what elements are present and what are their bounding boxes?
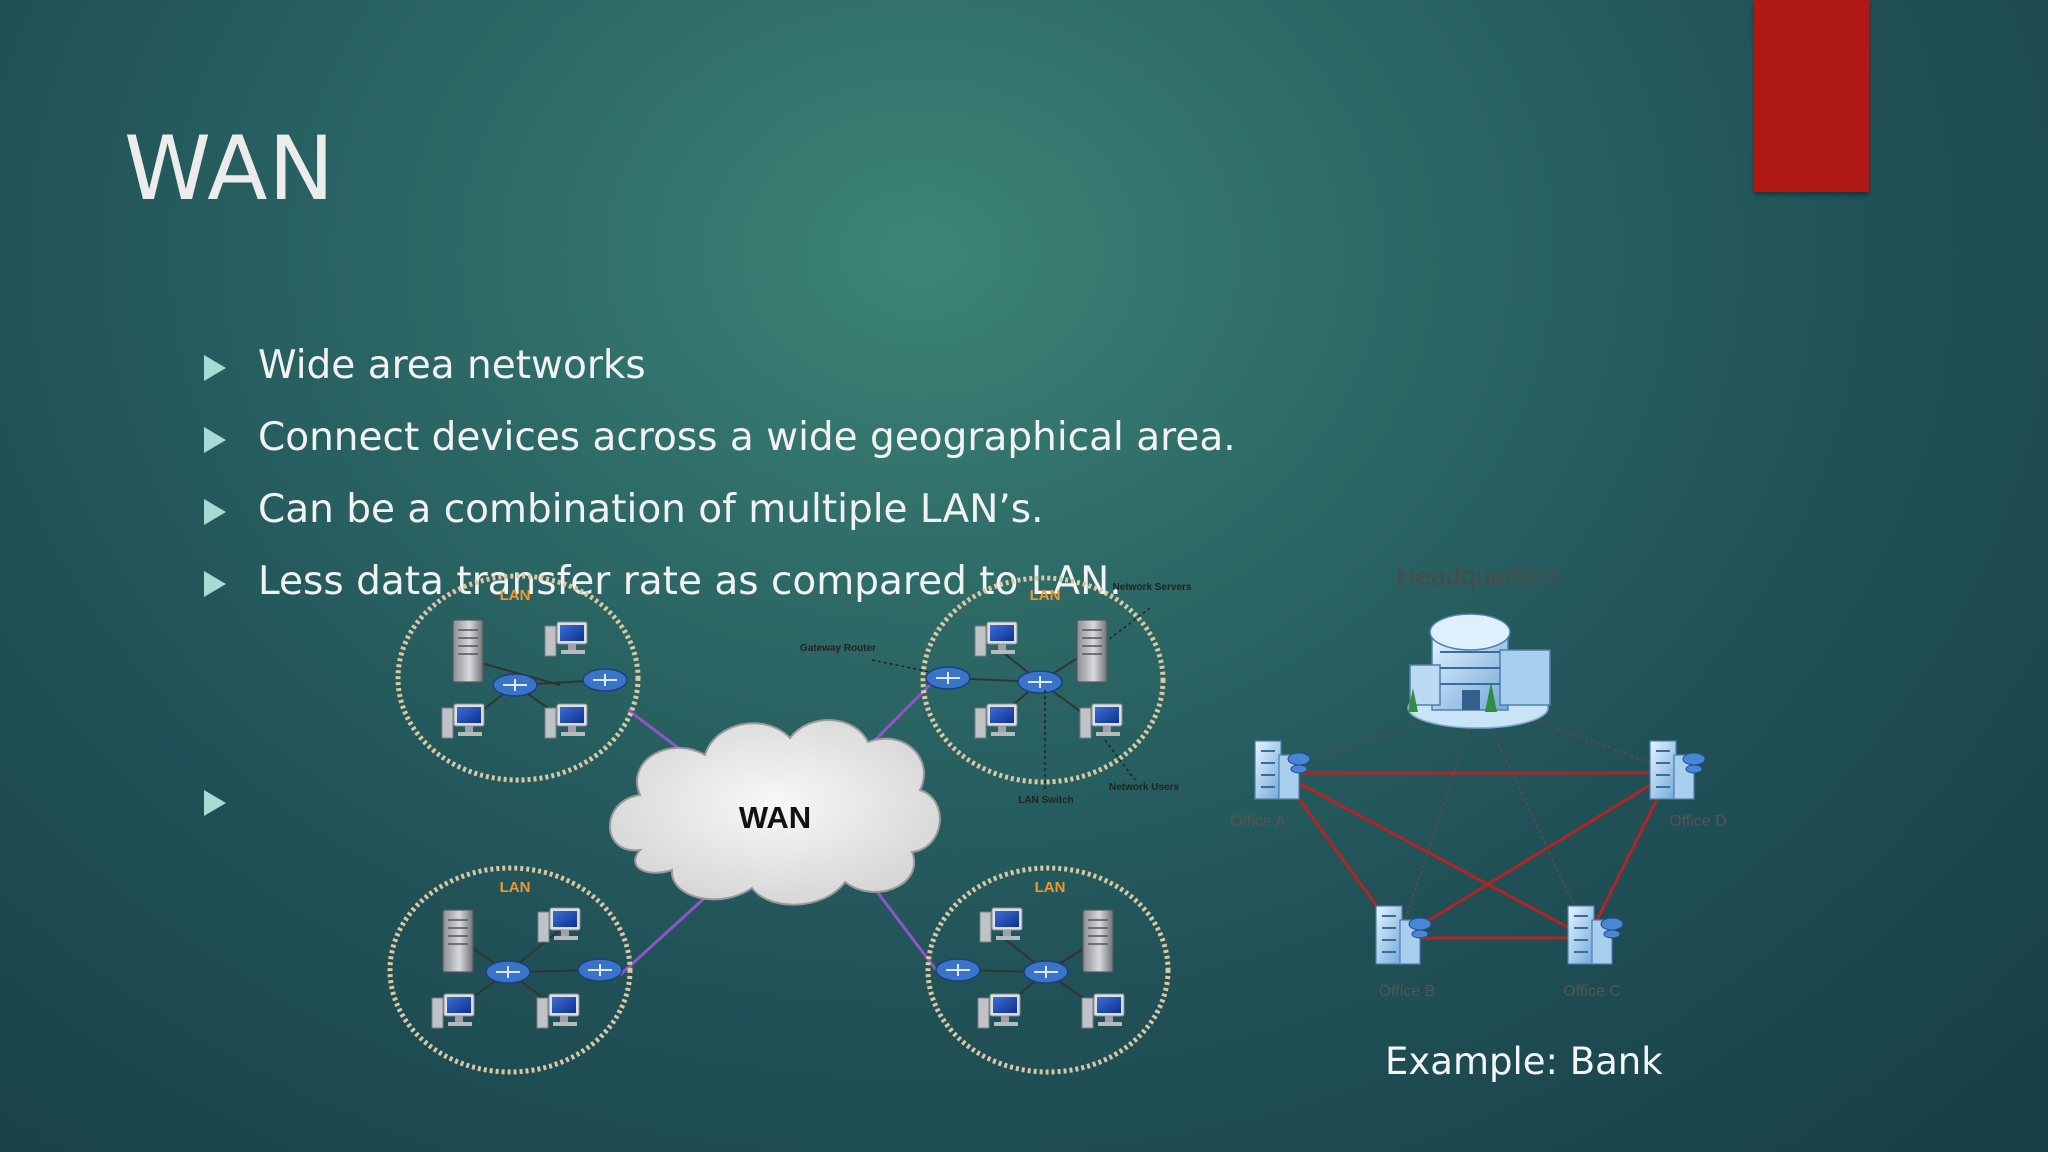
lan-group-bottom-right: LAN xyxy=(925,865,1171,1075)
bullet-item: Connect devices across a wide geographic… xyxy=(200,407,1236,479)
switch-icon xyxy=(485,960,531,984)
switch-icon xyxy=(1023,960,1069,984)
annotation-network-servers: Network Servers xyxy=(1113,582,1192,593)
server-icon xyxy=(452,619,484,683)
bullet-item: Wide area networks xyxy=(200,335,1236,407)
lan-label: LAN xyxy=(500,587,531,604)
router-icon xyxy=(935,958,981,982)
server-icon xyxy=(1076,619,1108,683)
triangle-bullet-icon xyxy=(204,571,226,597)
computer-icon xyxy=(536,993,580,1029)
lan-label: LAN xyxy=(1035,879,1066,896)
triangle-bullet-icon xyxy=(204,427,226,453)
lan-group-bottom-left: LAN xyxy=(387,865,633,1075)
office-label: Office B xyxy=(1379,983,1436,1000)
bullet-list: Wide area networks Connect devices acros… xyxy=(200,335,1236,623)
slide-title: WAN xyxy=(124,116,336,220)
computer-icon xyxy=(544,703,588,739)
bullet-text: Connect devices across a wide geographic… xyxy=(258,415,1236,460)
bullet-item: Less data transfer rate as compared to L… xyxy=(200,551,1236,623)
triangle-bullet-icon xyxy=(204,499,226,525)
computer-icon xyxy=(974,703,1018,739)
annotation-gateway-router: Gateway Router xyxy=(800,643,876,654)
computer-icon xyxy=(977,993,1021,1029)
headquarters-label: Headquarters xyxy=(1396,561,1560,591)
office-label: Office C xyxy=(1563,983,1621,1000)
office-label: Office A xyxy=(1230,813,1286,830)
bank-example-caption: Example: Bank xyxy=(1385,1040,1663,1083)
office-building-icon xyxy=(1649,740,1706,800)
router-icon xyxy=(577,958,623,982)
switch-icon xyxy=(1017,670,1063,694)
bullet-text: Can be a combination of multiple LAN’s. xyxy=(258,487,1044,532)
computer-icon xyxy=(1079,703,1123,739)
switch-icon xyxy=(492,673,538,697)
lan-group-top-left: LAN xyxy=(395,573,641,783)
annotation-lan-switch: LAN Switch xyxy=(1018,795,1074,806)
bullet-text: Wide area networks xyxy=(258,343,646,388)
router-icon xyxy=(925,666,971,690)
office-building-icon xyxy=(1254,740,1311,800)
bullet-text: Less data transfer rate as compared to L… xyxy=(258,559,1122,604)
computer-icon xyxy=(974,621,1018,657)
computer-icon xyxy=(1081,993,1125,1029)
router-icon xyxy=(582,668,628,692)
accent-bar xyxy=(1754,0,1869,192)
computer-icon xyxy=(431,993,475,1029)
computer-icon xyxy=(441,703,485,739)
wan-cloud-label: WAN xyxy=(739,800,811,835)
annotation-network-users: Network Users xyxy=(1109,782,1179,793)
triangle-bullet-icon xyxy=(204,355,226,381)
office-label: Office D xyxy=(1669,813,1727,830)
server-icon xyxy=(1082,909,1114,973)
computer-icon xyxy=(979,907,1023,943)
bullet-item: Can be a combination of multiple LAN’s. xyxy=(200,479,1236,551)
bank-network-diagram: Headquarters Office A Office B Office C … xyxy=(1230,561,1727,1000)
wan-cloud-icon: WAN xyxy=(609,719,941,906)
office-building-icon xyxy=(1375,905,1432,965)
empty-bullet-icon xyxy=(204,790,226,816)
lan-label: LAN xyxy=(500,879,531,896)
lan-label: LAN xyxy=(1030,587,1061,604)
computer-icon xyxy=(537,907,581,943)
headquarters-building-icon xyxy=(1407,613,1551,729)
server-icon xyxy=(442,909,474,973)
lan-group-top-right: LAN Gateway Router Network Servers LAN S… xyxy=(800,575,1192,806)
computer-icon xyxy=(544,621,588,657)
office-building-icon xyxy=(1567,905,1624,965)
